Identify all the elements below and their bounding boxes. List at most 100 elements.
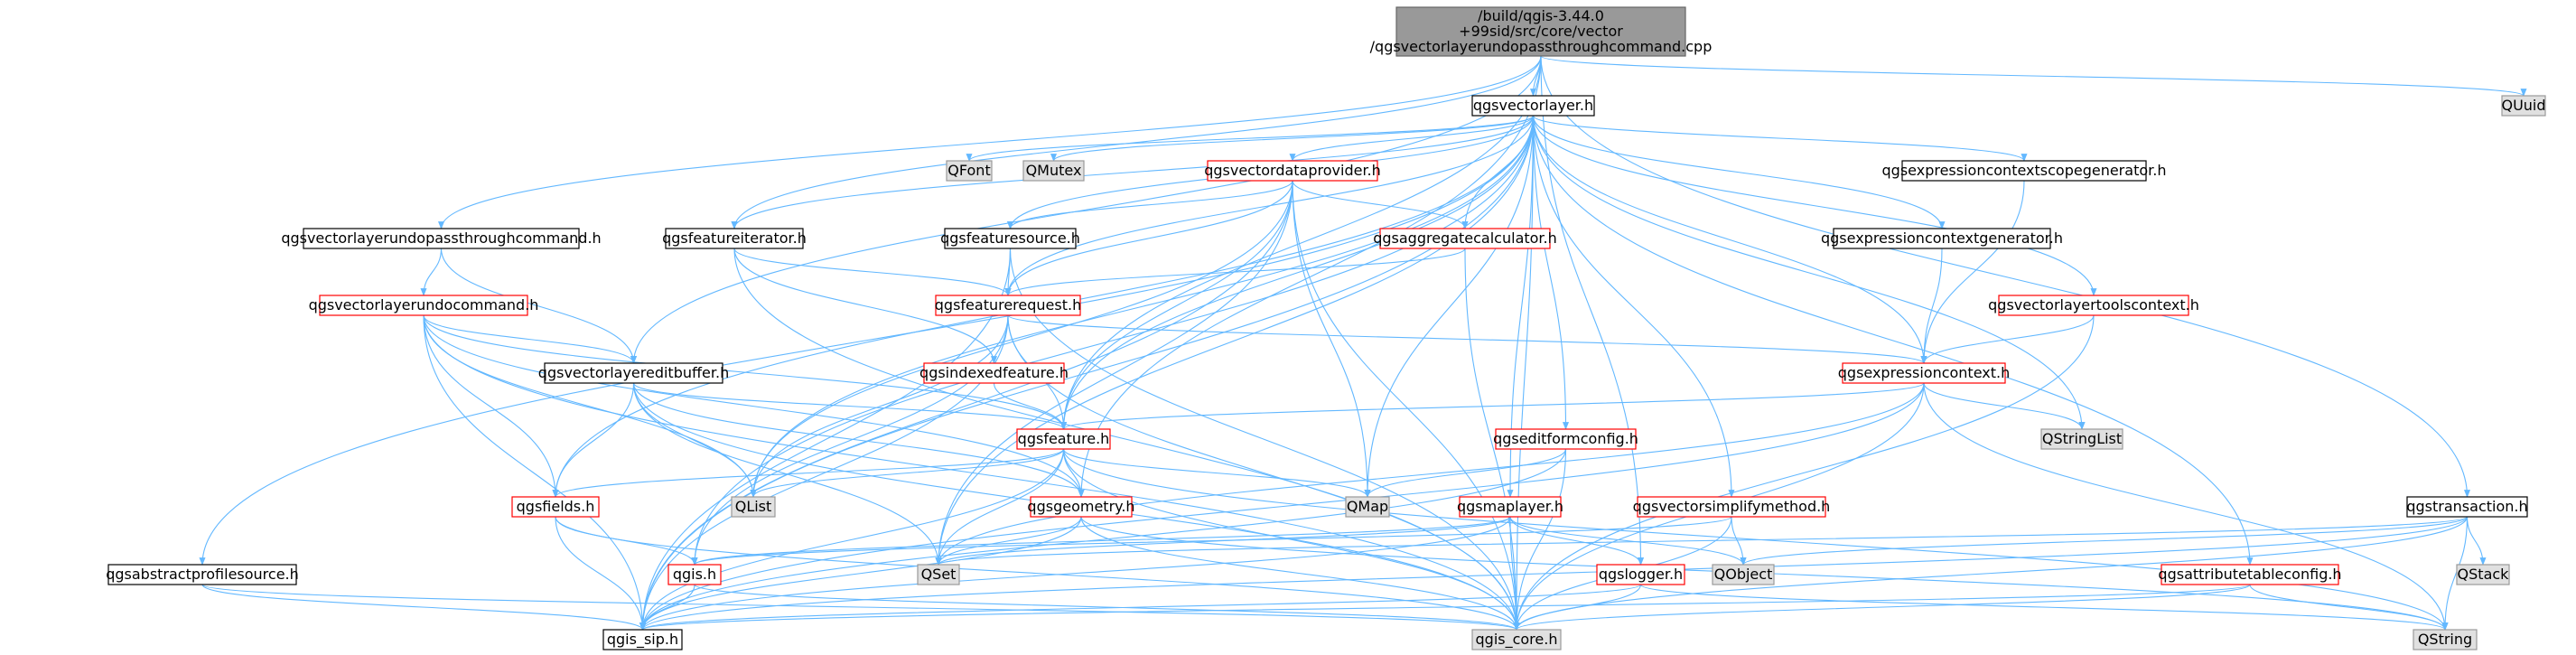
edge-qgsfeaturesource_h-to-qgis_sip_h bbox=[639, 248, 1012, 631]
node-qgsfeatureiterator-h[interactable]: qgsfeatureiterator.h bbox=[662, 228, 807, 249]
node-qgis-core-h[interactable]: qgis_core.h bbox=[1471, 629, 1562, 650]
node-qmutex[interactable]: QMutex bbox=[1022, 160, 1085, 182]
node-qmap[interactable]: QMap bbox=[1345, 496, 1390, 518]
edge-qgsvectorlayerundocommand_h-to-qgis_sip_h bbox=[423, 314, 647, 631]
edge-root-to-quuid bbox=[1540, 55, 2527, 97]
edge-qgsattributetableconfig_h-to-qgis_sip_h bbox=[639, 584, 2251, 631]
edge-qgsvectorlayer_h-to-qgsexpressioncontextgenerator_h bbox=[1532, 115, 1946, 229]
edge-qgsabstractprofilesource_h-to-qgis_sip_h bbox=[201, 584, 646, 631]
node-qgis-sip-h[interactable]: qgis_sip.h bbox=[602, 629, 683, 650]
node-qgsfields-h[interactable]: qgsfields.h bbox=[511, 496, 600, 518]
edge-qgsgeometry_h-to-qset bbox=[935, 516, 1082, 566]
node-qgsexpressioncontextscopegenerator-h[interactable]: qgsexpressioncontextscopegenerator.h bbox=[1882, 160, 2167, 182]
node-qgsvectorlayertoolscontext-h[interactable]: qgsvectorlayertoolscontext.h bbox=[1988, 295, 2199, 316]
node-qgsabstractprofilesource-h[interactable]: qgsabstractprofilesource.h bbox=[106, 564, 299, 585]
node-qgsvectorlayereditbuffer-h[interactable]: qgsvectorlayereditbuffer.h bbox=[538, 362, 729, 384]
edge-qgsvectorlayerundocommand_h-to-qgsgeometry_h bbox=[423, 314, 1085, 498]
node-qgsfeaturesource-h[interactable]: qgsfeaturesource.h bbox=[940, 228, 1080, 249]
node-qgsvectorlayer-h[interactable]: qgsvectorlayer.h bbox=[1471, 95, 1595, 117]
edge-qgslogger_h-to-qgis_sip_h bbox=[639, 584, 1642, 631]
node-label: qgsmaplayer.h bbox=[1457, 498, 1563, 515]
dependency-nodes: /build/qgis-3.44.0+99sid/src/core/vector… bbox=[106, 6, 2546, 650]
node-qgsfeature-h[interactable]: qgsfeature.h bbox=[1016, 428, 1111, 450]
node-qgsattributetableconfig-h[interactable]: qgsattributetableconfig.h bbox=[2158, 564, 2342, 585]
edge-qgsvectorlayer_h-to-qmap bbox=[1364, 115, 1535, 498]
edge-qgsfeaturerequest_h-to-qgsexpressioncontext_h bbox=[1007, 314, 1927, 364]
node-qgsexpressioncontextgenerator-h[interactable]: qgsexpressioncontextgenerator.h bbox=[1821, 228, 2063, 249]
node-qobject[interactable]: QObject bbox=[1712, 564, 1775, 585]
edge-qgsvectorlayer_h-to-qgis_core_h bbox=[1513, 115, 1535, 631]
node-root[interactable]: /build/qgis-3.44.0+99sid/src/core/vector… bbox=[1370, 6, 1713, 57]
node-qgsexpressioncontext-h[interactable]: qgsexpressioncontext.h bbox=[1838, 362, 2010, 384]
node-qgseditformconfig-h[interactable]: qgseditformconfig.h bbox=[1493, 428, 1638, 450]
node-label: qgsexpressioncontext.h bbox=[1838, 364, 2010, 381]
dependency-edges bbox=[199, 55, 2527, 631]
edge-qgsfeaturerequest_h-to-qlist bbox=[750, 314, 1009, 498]
edge-qgsvectorlayerundocommand_h-to-qgsvectorlayereditbuffer_h bbox=[423, 314, 637, 364]
edge-qgsvectorlayereditbuffer_h-to-qgsfields_h bbox=[552, 382, 635, 498]
node-qgstransaction-h[interactable]: qgstransaction.h bbox=[2406, 496, 2528, 518]
edge-qgsvectorlayerundopassthroughcommand_h-to-qgsvectorlayerundocommand_h bbox=[420, 248, 443, 296]
node-qgsvectordataprovider-h[interactable]: qgsvectordataprovider.h bbox=[1204, 160, 1381, 182]
edge-qgsmaplayer_h-to-qobject bbox=[1509, 516, 1747, 566]
node-qstack[interactable]: QStack bbox=[2456, 564, 2510, 585]
node-qstring[interactable]: QString bbox=[2413, 629, 2478, 650]
edge-qgsfeature_h-to-qgsfields_h bbox=[552, 448, 1065, 498]
edge-qgsfeaturerequest_h-to-qgis_h bbox=[691, 314, 1009, 566]
edge-qgsattributetableconfig_h-to-qstring bbox=[2249, 584, 2449, 631]
node-label: qgsindexedfeature.h bbox=[919, 364, 1069, 381]
edge-root-to-qgslogger_h bbox=[1540, 55, 1645, 566]
edge-qgsvectorlayer_h-to-qlist bbox=[750, 115, 1535, 498]
edge-qgsvectorlayerundopassthroughcommand_h-to-qgsvectorlayereditbuffer_h bbox=[440, 248, 637, 364]
node-qgsaggregatecalculator-h[interactable]: qgsaggregatecalculator.h bbox=[1373, 228, 1557, 249]
edge-qgsvectorlayer_h-to-qgsfeature_h bbox=[1060, 115, 1535, 430]
node-qfont[interactable]: QFont bbox=[946, 160, 993, 182]
node-qstringlist[interactable]: QStringList bbox=[2040, 428, 2123, 450]
edge-qgsvectorlayerundocommand_h-to-qlist bbox=[423, 314, 757, 498]
node-qgsindexedfeature-h[interactable]: qgsindexedfeature.h bbox=[919, 362, 1069, 384]
edge-qgsvectorlayerundocommand_h-to-qgis_core_h bbox=[423, 314, 1520, 631]
node-qgsmaplayer-h[interactable]: qgsmaplayer.h bbox=[1457, 496, 1563, 518]
node-qgis-h[interactable]: qgis.h bbox=[667, 564, 722, 585]
node-label: qgsvectorlayer.h bbox=[1473, 97, 1593, 114]
node-label: /build/qgis-3.44.0 bbox=[1478, 7, 1604, 24]
edge-qgsvectorlayertoolscontext_h-to-qgis_core_h bbox=[1513, 314, 2095, 631]
edge-qgsexpressioncontextscopegenerator_h-to-qgsexpressioncontext_h bbox=[1920, 180, 2025, 364]
node-label: QMap bbox=[1347, 498, 1388, 515]
node-qgsfeaturerequest-h[interactable]: qgsfeaturerequest.h bbox=[935, 295, 1081, 316]
node-label: qgsattributetableconfig.h bbox=[2158, 566, 2341, 583]
node-label: qgsvectorlayereditbuffer.h bbox=[538, 364, 729, 381]
node-label: qgsabstractprofilesource.h bbox=[106, 566, 299, 583]
edge-root-to-qgsgeometry_h bbox=[1078, 55, 1542, 498]
node-qlist[interactable]: QList bbox=[731, 496, 776, 518]
node-label: qgsfeaturesource.h bbox=[940, 229, 1080, 247]
node-label: QUuid bbox=[2501, 97, 2545, 114]
edge-qgsvectorlayer_h-to-qgsvectorlayertoolscontext_h bbox=[1532, 115, 2097, 296]
node-qset[interactable]: QSet bbox=[917, 564, 960, 585]
edge-qgslogger_h-to-qgis_core_h bbox=[1513, 584, 1642, 631]
edge-qgsfeatureiterator_h-to-qgsindexedfeature_h bbox=[733, 248, 997, 364]
edge-qgis_h-to-qgis_sip_h bbox=[639, 584, 695, 631]
edge-qgsfeature_h-to-qmap bbox=[1062, 448, 1371, 498]
edge-qgsattributetableconfig_h-to-qgis_core_h bbox=[1513, 584, 2251, 631]
node-qgslogger-h[interactable]: qgslogger.h bbox=[1596, 564, 1685, 585]
edge-qgsmaplayer_h-to-qgis_sip_h bbox=[639, 516, 1511, 631]
edge-qgsvectorlayer_h-to-qgsfeatureiterator_h bbox=[731, 115, 1535, 229]
node-label: QList bbox=[735, 498, 772, 515]
node-label: qgsfeatureiterator.h bbox=[662, 229, 807, 247]
edge-qgsmaplayer_h-to-qgis_h bbox=[691, 516, 1511, 566]
edge-qgis_h-to-qgis_core_h bbox=[694, 584, 1520, 631]
node-label: qgsexpressioncontextscopegenerator.h bbox=[1882, 162, 2167, 179]
edge-qgsmaplayer_h-to-qgslogger_h bbox=[1509, 516, 1644, 566]
edge-qgsexpressioncontext_h-to-qstring bbox=[1923, 382, 2449, 631]
node-label: qgsgeometry.h bbox=[1027, 498, 1134, 515]
node-qgsvectorlayerundocommand-h[interactable]: qgsvectorlayerundocommand.h bbox=[309, 295, 539, 316]
node-qgsvectorlayerundopassthroughcommand-h[interactable]: qgsvectorlayerundopassthroughcommand.h bbox=[281, 228, 602, 249]
edge-qgseditformconfig_h-to-qmap bbox=[1364, 448, 1567, 498]
edge-qgstransaction_h-to-qobject bbox=[1740, 516, 2469, 566]
node-quuid[interactable]: QUuid bbox=[2501, 95, 2546, 117]
node-qgsvectorsimplifymethod-h[interactable]: qgsvectorsimplifymethod.h bbox=[1633, 496, 1831, 518]
node-qgsgeometry-h[interactable]: qgsgeometry.h bbox=[1027, 496, 1135, 518]
node-label: QStringList bbox=[2042, 430, 2122, 447]
edge-qgsvectorlayertoolscontext_h-to-qgsexpressioncontext_h bbox=[1920, 314, 2095, 364]
